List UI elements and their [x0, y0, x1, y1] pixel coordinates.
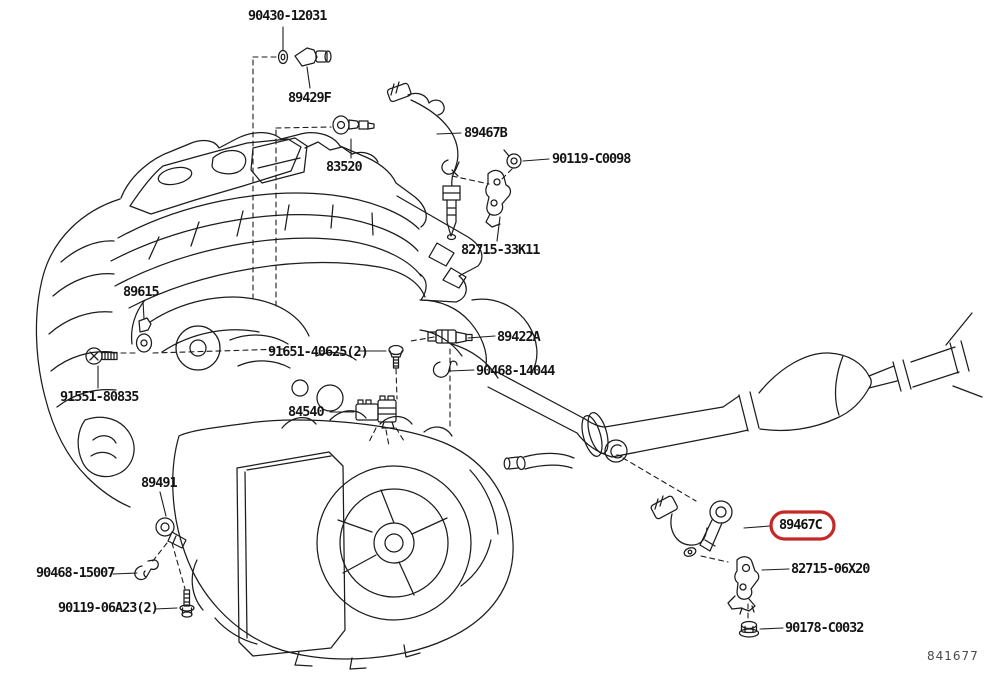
- transaxle-drawing: [172, 410, 514, 670]
- sensor-83520-drawing: [332, 115, 375, 135]
- sensor-89429f-drawing: [294, 47, 332, 67]
- part-label-89615[interactable]: 89615: [123, 284, 160, 300]
- bolt-90119-06a23-drawing: [179, 589, 195, 618]
- clamp-90468-15007-drawing: [134, 559, 159, 581]
- engine-block-drawing: [35, 132, 538, 508]
- bolt-91551-drawing: [85, 347, 118, 365]
- part-label-89467b[interactable]: 89467B: [464, 125, 508, 141]
- part-label-89467c-highlighted[interactable]: 89467C: [779, 517, 823, 533]
- oxygen-sensor-89467c-drawing: [650, 495, 733, 557]
- part-label-89429f[interactable]: 89429F: [288, 90, 332, 106]
- figure-code: 841677: [927, 649, 979, 663]
- grommet-90119-c0098-drawing: [503, 149, 522, 169]
- part-label-82715-06x20[interactable]: 82715-06X20: [791, 561, 870, 577]
- bracket-82715-06x20-drawing: [727, 556, 760, 615]
- clamp-90468-14044-drawing: [432, 360, 458, 378]
- bracket-82715-33k11-drawing: [485, 169, 512, 228]
- bolt-91651-drawing: [388, 344, 404, 369]
- sensor-84540-drawing: [355, 395, 397, 429]
- part-label-89422a[interactable]: 89422A: [497, 329, 541, 345]
- part-label-90430-12031[interactable]: 90430-12031: [248, 8, 327, 24]
- part-label-89491[interactable]: 89491: [141, 475, 178, 491]
- part-label-82715-33k11[interactable]: 82715-33K11: [461, 242, 540, 258]
- oxygen-sensor-89467b-drawing: [386, 81, 461, 241]
- exhaust-pipe-drawing: [487, 312, 983, 471]
- clip-82715-33k11-drawing: [441, 159, 460, 177]
- part-label-83520[interactable]: 83520: [326, 159, 363, 175]
- sensor-89491-drawing: [155, 517, 187, 549]
- sensor-port-circle: [604, 439, 628, 463]
- sensor-89422a-drawing: [427, 329, 473, 344]
- part-label-84540[interactable]: 84540: [288, 404, 325, 420]
- part-label-90468-14044[interactable]: 90468-14044: [476, 363, 555, 379]
- part-label-90119-06a23[interactable]: 90119-06A23(2): [58, 600, 159, 616]
- part-label-90178-c0032[interactable]: 90178-C0032: [785, 620, 864, 636]
- part-label-90119-c0098[interactable]: 90119-C0098: [552, 151, 631, 167]
- grommet-90430-drawing: [277, 49, 289, 65]
- part-label-90468-15007[interactable]: 90468-15007: [36, 565, 115, 581]
- part-label-91651-40625[interactable]: 91651-40625(2): [268, 344, 369, 360]
- nut-90178-c0032-drawing: [738, 620, 760, 638]
- part-label-91551-80835[interactable]: 91551-80835: [60, 389, 139, 405]
- dashed-assembly-lines: [111, 56, 749, 619]
- leader-lines: [97, 26, 790, 630]
- sensor-89615-drawing: [135, 317, 153, 353]
- highlight-oval: [769, 510, 836, 541]
